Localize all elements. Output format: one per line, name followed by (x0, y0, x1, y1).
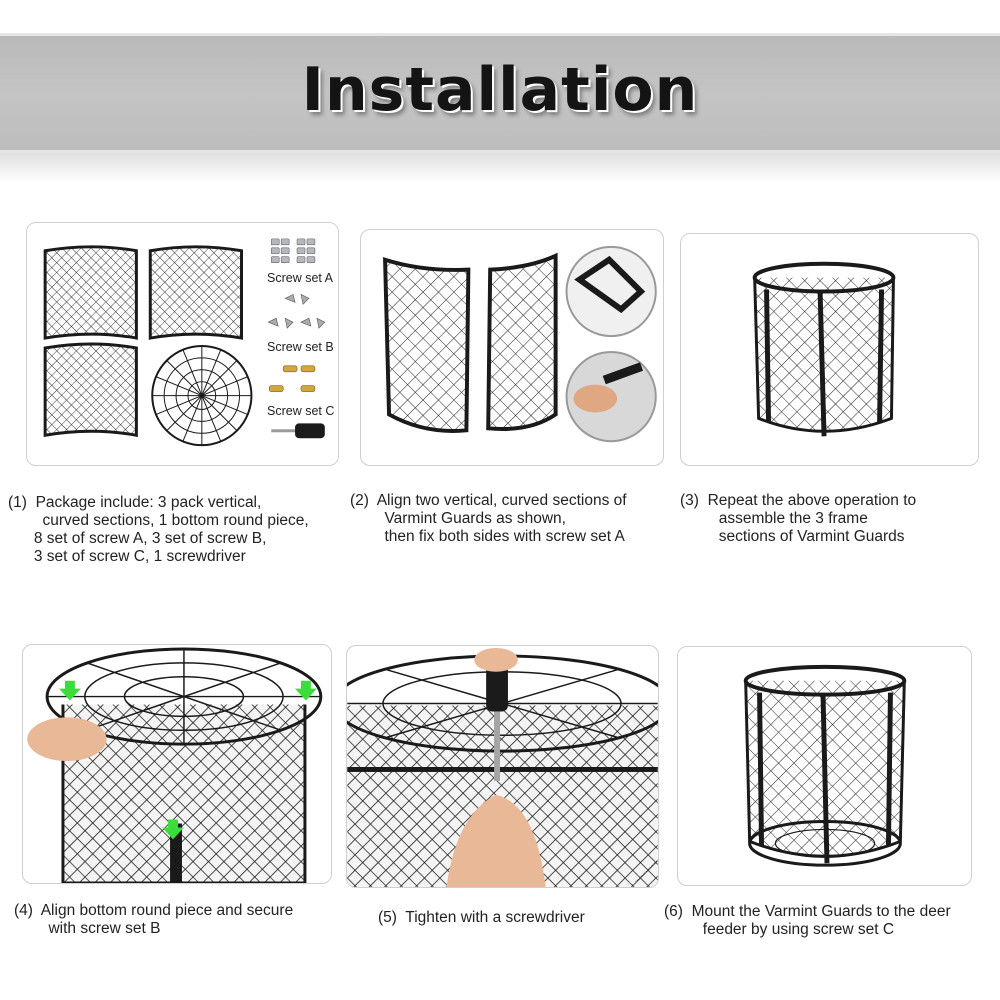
align-sections-illustration (383, 245, 657, 443)
curved-section-3 (43, 342, 138, 438)
header-banner (0, 33, 1000, 153)
tighten-screwdriver-illustration (347, 647, 658, 887)
step-1-image-panel: Screw set A Screw set B Screw set C (26, 222, 339, 466)
screw-set-a-icon (270, 238, 316, 263)
step-5-caption: (5) Tighten with a screwdriver (378, 909, 585, 926)
hand-right (446, 794, 546, 887)
banner-shadow (0, 153, 1000, 183)
screw-set-a-label: Screw set A (267, 271, 333, 285)
screw-set-b-label: Screw set B (267, 340, 334, 354)
screw-set-c-label: Screw set C (267, 404, 335, 418)
step-6-caption: (6) Mount the Varmint Guards to the deer… (664, 903, 951, 938)
page-title: Installation (301, 55, 699, 125)
step-2-image-panel (360, 229, 664, 466)
hand-left (27, 717, 107, 762)
screwdriver-handle (486, 663, 508, 712)
green-arrow-left (58, 680, 81, 701)
step-4-image-panel (22, 644, 332, 884)
bottom-round-piece (151, 344, 253, 447)
step-3-image-panel (680, 233, 979, 466)
step-1-caption: (1) Package include: 3 pack vertical, cu… (8, 494, 309, 565)
step-2-caption: (2) Align two vertical, curved sections … (350, 492, 627, 545)
assembled-frame-illustration (752, 261, 896, 437)
step-5-image-panel (346, 645, 659, 888)
screw-set-c-icon (268, 365, 316, 392)
green-arrow-bottom (162, 819, 184, 840)
package-contents-illustration (43, 238, 326, 447)
screwdriver-icon (271, 423, 325, 439)
mount-feeder-illustration (743, 664, 907, 867)
curved-section-1 (43, 245, 138, 340)
attach-bottom-illustration (27, 647, 323, 883)
green-arrow-right (295, 680, 317, 701)
detail-circle-top (565, 245, 657, 338)
step-3-caption: (3) Repeat the above operation to assemb… (680, 492, 917, 545)
screw-set-b-icon (267, 293, 326, 329)
step-6-image-panel (677, 646, 972, 886)
curved-section-2 (148, 245, 243, 340)
step-4-caption: (4) Align bottom round piece and secure … (14, 902, 294, 937)
